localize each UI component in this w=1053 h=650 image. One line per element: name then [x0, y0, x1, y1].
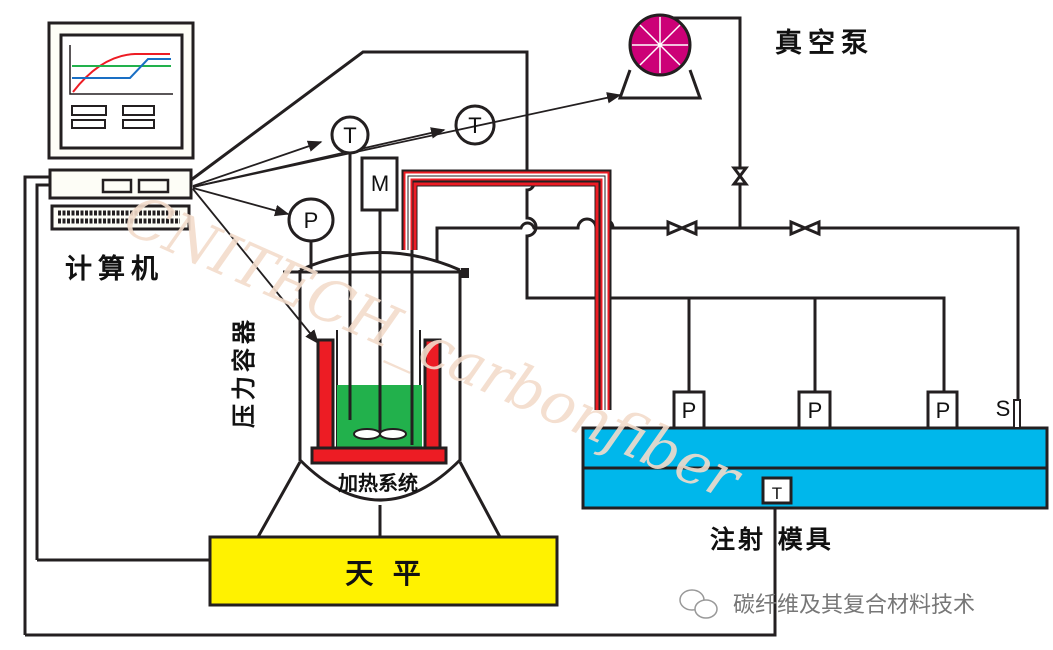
mold-temperature-label: T: [772, 484, 782, 503]
valve-icon: [789, 219, 821, 237]
balance: [208, 535, 559, 607]
mold-pressure-2-label: P: [808, 398, 823, 423]
sensor-s-label: S: [996, 396, 1011, 421]
injection-mold-label: 注射 模具: [710, 525, 834, 554]
cable-to-mold: [23, 175, 50, 635]
valve-icon: [666, 219, 698, 237]
pressure-sensor-label: P: [304, 208, 319, 233]
computer-label: 计算机: [65, 253, 164, 285]
balance-label: 天 平: [345, 557, 421, 590]
mold-pressure-1-label: P: [682, 398, 697, 423]
temperature-sensor-1-label: T: [343, 123, 356, 148]
mold-pressure-3-label: P: [936, 398, 951, 423]
temperature-sensor-2-label: T: [468, 113, 481, 138]
temperature-sensor-2: [454, 104, 496, 146]
heating-system-label: 加热系统: [337, 471, 418, 495]
injection-mold: [581, 390, 1049, 510]
screen-curve-red: [72, 53, 170, 93]
screen: [59, 33, 184, 150]
caption: 碳纤维及其复合材料技术: [733, 593, 975, 618]
pressure-vessel: [256, 153, 502, 538]
cable-to-balance: [35, 183, 50, 560]
heating-pipes: [401, 169, 612, 410]
screen-curve-blue: [72, 58, 171, 79]
motor-label: M: [371, 171, 389, 196]
heater-bottom: [310, 446, 448, 465]
vacuum-pump-label: 真空泵: [775, 27, 874, 59]
vacuum-pump: [617, 13, 703, 100]
heater-left: [316, 338, 335, 452]
pressure-vessel-label: 压力容器: [230, 316, 258, 428]
computer: [47, 21, 195, 231]
wechat-icon: [679, 589, 718, 619]
valve-icon: [731, 166, 749, 186]
watermark: CNITECH_carbonfiber: [114, 181, 752, 515]
